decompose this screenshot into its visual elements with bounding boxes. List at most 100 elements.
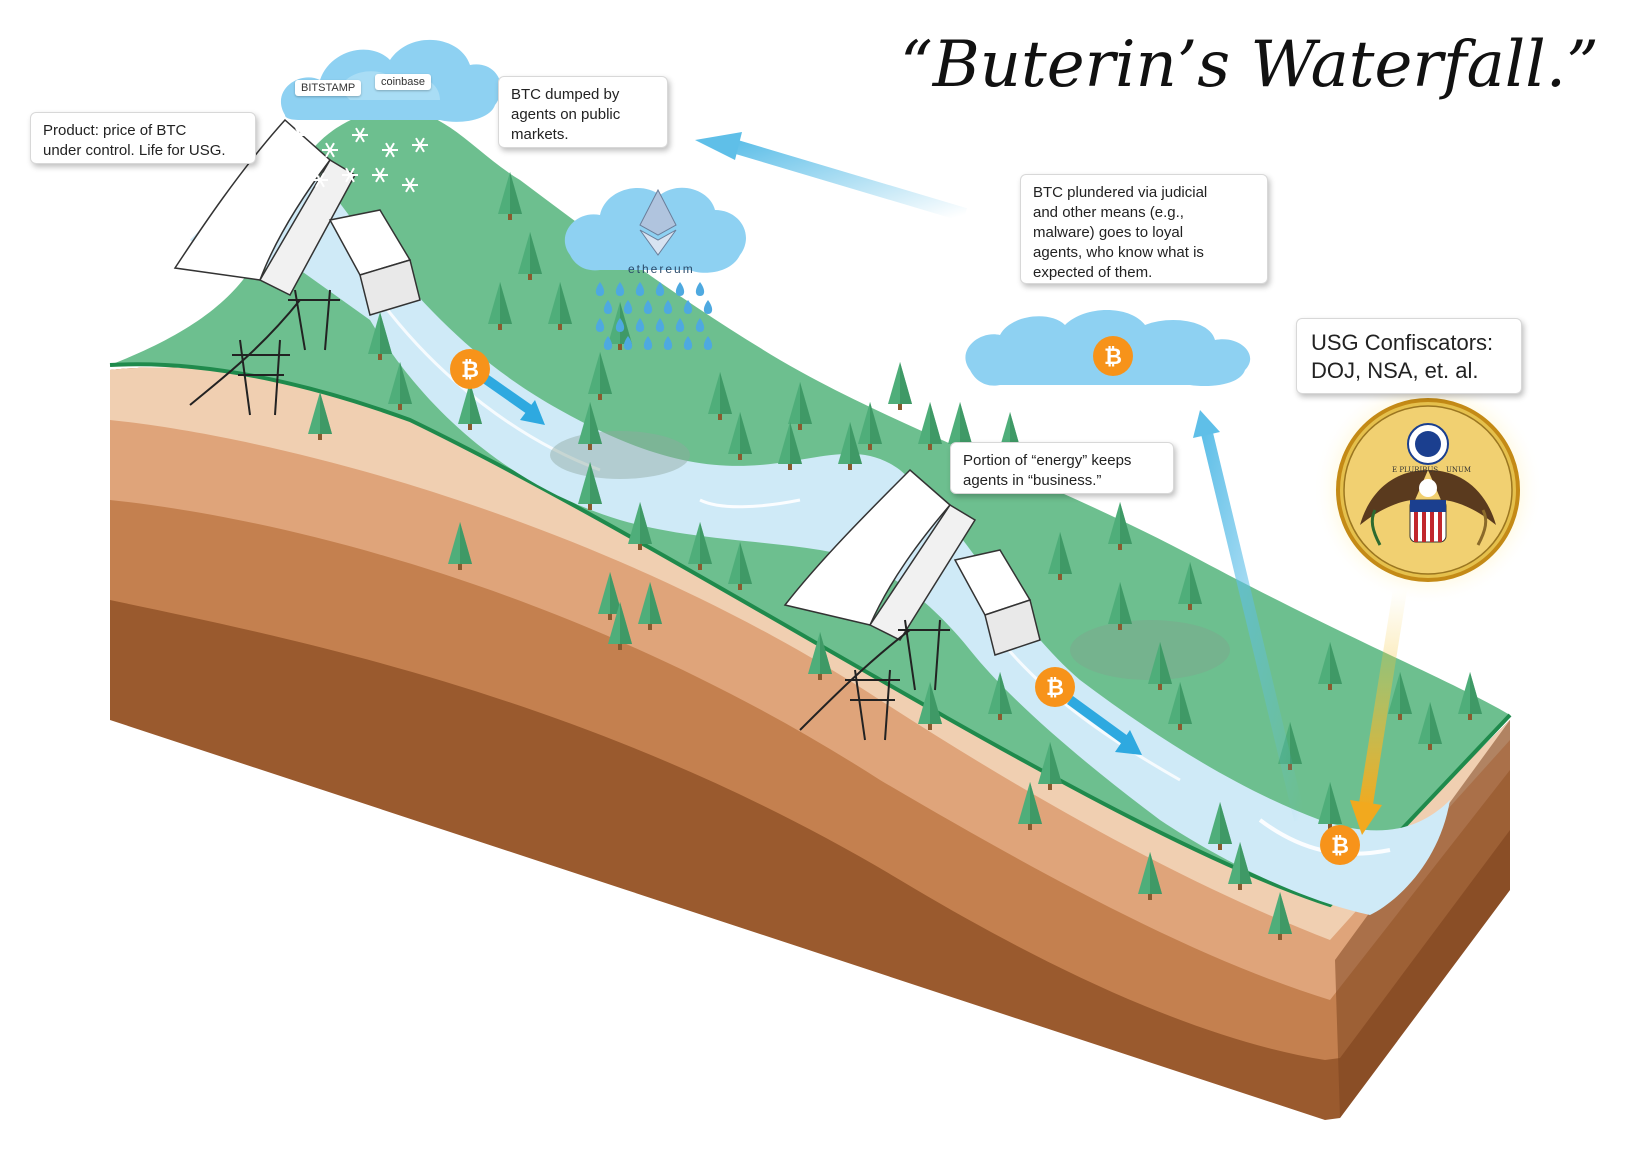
bitstamp-logo: BITSTAMP [295, 80, 362, 96]
bitcoin-icon: ₿ [1093, 336, 1133, 376]
tree-icon [638, 582, 662, 630]
ethereum-logo-label: ethereum [628, 262, 695, 276]
raindrop-icon [623, 300, 633, 314]
seal-motto-left: E PLURIBUS [1392, 466, 1438, 474]
snowflake-icon [342, 167, 358, 183]
raindrop-icon [683, 300, 693, 314]
tree-icon [728, 412, 752, 460]
tree-icon [858, 402, 882, 450]
tree-icon [598, 572, 622, 620]
raindrop-icon [663, 300, 673, 314]
tree-icon [1018, 782, 1042, 830]
tree-icon [688, 522, 712, 570]
coinbase-logo: coinbase [375, 74, 432, 90]
tree-icon [1168, 682, 1192, 730]
bitcoin-icons: ₿ ₿ ₿ ₿ [450, 336, 1360, 865]
bitcoin-icon: ₿ [1320, 825, 1360, 865]
svg-text:₿: ₿ [1331, 834, 1349, 859]
raindrop-icon [635, 318, 645, 332]
dam-icon-2 [783, 468, 1041, 656]
raindrop-icon [695, 318, 705, 332]
seal-motto-right: UNUM [1446, 466, 1471, 474]
tree-icon [608, 602, 632, 650]
tree-icon [368, 312, 392, 360]
tree-icon [518, 232, 542, 280]
tree-icon [498, 172, 522, 220]
raindrop-icon [695, 282, 705, 296]
raindrop-icon [655, 318, 665, 332]
svg-text:₿: ₿ [1046, 676, 1064, 701]
raindrop-icon [595, 282, 605, 296]
dam-icon [173, 118, 421, 316]
tree-icon [1318, 782, 1342, 830]
raindrop-icon [635, 282, 645, 296]
raindrop-icon [683, 336, 693, 350]
tree-icon [1388, 672, 1412, 720]
svg-text:₿: ₿ [461, 358, 479, 383]
tree-icon [1038, 742, 1062, 790]
tree-icon [1178, 562, 1202, 610]
callout-dumped: BTC dumped by agents on public markets. [498, 76, 668, 148]
tree-icons [308, 172, 1482, 940]
usg-seal-icon: E PLURIBUS UNUM [1336, 398, 1520, 582]
tree-icon [578, 462, 602, 510]
tree-icon [1148, 642, 1172, 690]
callout-energy: Portion of “energy” keeps agents in “bus… [950, 442, 1174, 494]
tree-icon [918, 402, 942, 450]
tree-icon [708, 372, 732, 420]
tree-icon [548, 282, 572, 330]
tree-icon [1458, 672, 1482, 720]
tree-icon [1268, 892, 1292, 940]
snowflake-icons [292, 127, 428, 193]
tree-icon [388, 362, 412, 410]
raindrop-icon [643, 300, 653, 314]
tree-icon [458, 382, 482, 430]
tree-icon [988, 672, 1012, 720]
page-title: “Buterin’s Waterfall.” [900, 28, 1599, 102]
raindrop-icon [615, 282, 625, 296]
tree-icon [778, 422, 802, 470]
tree-icon [588, 352, 612, 400]
ethereum-icon [639, 188, 677, 256]
tree-icon [1418, 702, 1442, 750]
tree-icon [1208, 802, 1232, 850]
raindrop-icon [675, 282, 685, 296]
callout-confiscators: USG Confiscators: DOJ, NSA, et. al. [1296, 318, 1522, 394]
svg-text:₿: ₿ [1104, 345, 1122, 370]
raindrop-icons [595, 282, 713, 350]
callout-plundered: BTC plundered via judicial and other mea… [1020, 174, 1268, 284]
tree-icon [808, 632, 832, 680]
bitcoin-icon: ₿ [450, 349, 490, 389]
raindrop-icon [623, 336, 633, 350]
tree-icon [1138, 852, 1162, 900]
raindrop-icon [675, 318, 685, 332]
tree-icon [788, 382, 812, 430]
callout-product: Product: price of BTC under control. Lif… [30, 112, 256, 164]
raindrop-icon [615, 318, 625, 332]
tree-icon [448, 522, 472, 570]
tree-icon [1048, 532, 1072, 580]
tree-icon [488, 282, 512, 330]
power-tower-icon [189, 289, 950, 741]
tree-icon [1228, 842, 1252, 890]
snowflake-icon [312, 172, 328, 188]
tree-icon [888, 362, 912, 410]
tree-icon [1108, 582, 1132, 630]
raindrop-icon [603, 300, 613, 314]
snowflake-icon [322, 142, 338, 158]
raindrop-icon [703, 336, 713, 350]
tree-icon [1108, 502, 1132, 550]
bitcoin-icon: ₿ [1035, 667, 1075, 707]
raindrop-icon [663, 336, 673, 350]
tree-icon [838, 422, 862, 470]
snowflake-icon [372, 167, 388, 183]
snowflake-icon [352, 127, 368, 143]
tree-icon [1318, 642, 1342, 690]
river [190, 150, 1450, 915]
snowflake-icon [412, 137, 428, 153]
raindrop-icon [655, 282, 665, 296]
raindrop-icon [595, 318, 605, 332]
tree-icon [578, 402, 602, 450]
tree-icon [918, 682, 942, 730]
